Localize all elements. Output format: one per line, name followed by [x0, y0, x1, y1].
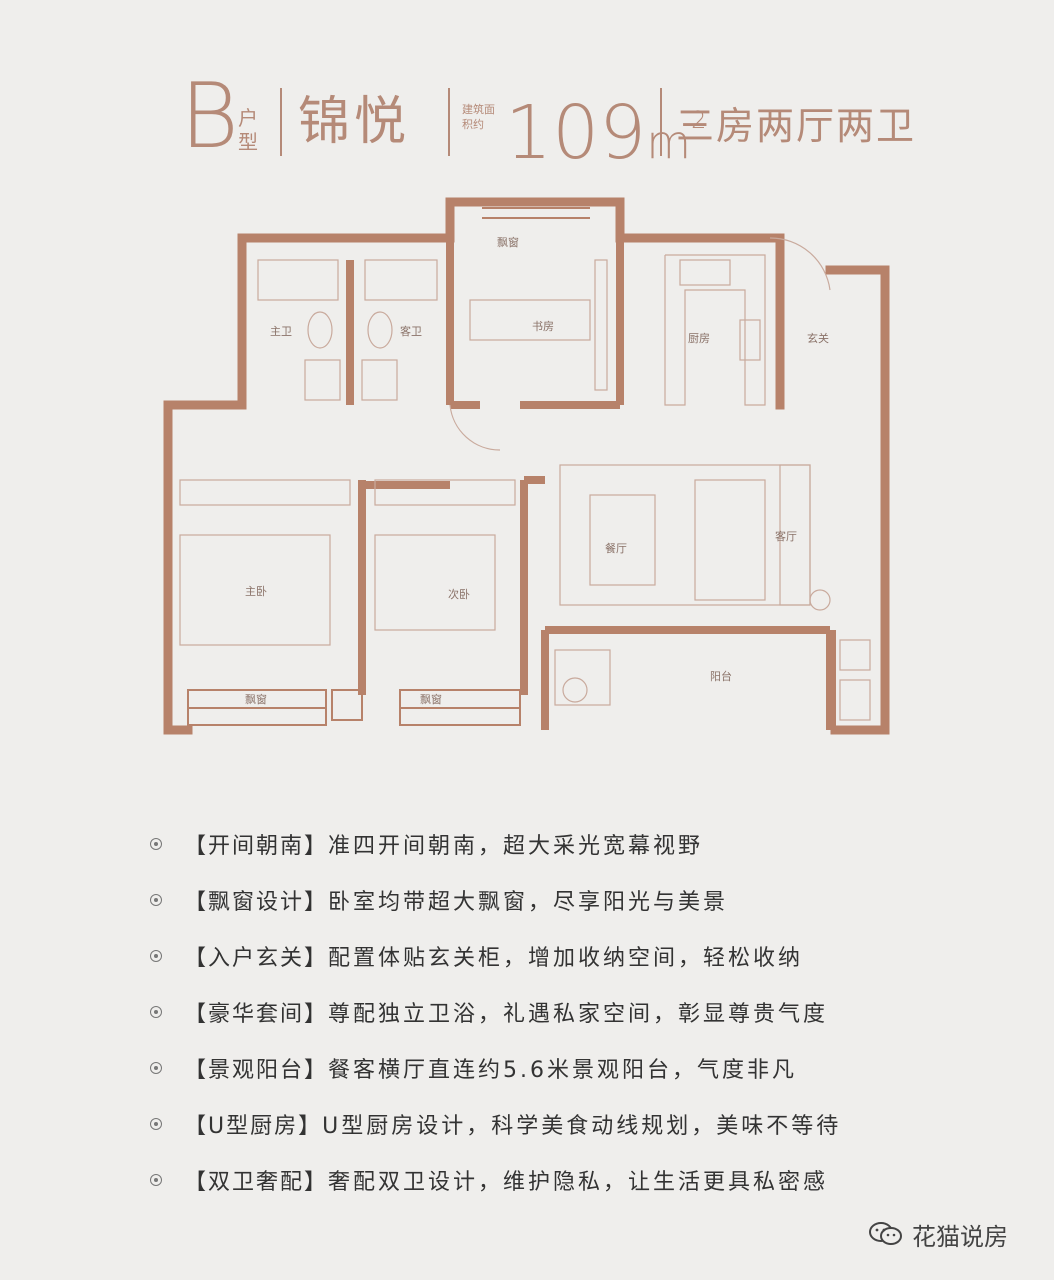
feature-desc: 餐客横厅直连约5.6米景观阳台，气度非凡 — [328, 1058, 798, 1083]
header-divider — [660, 88, 662, 156]
feature-desc: 配置体贴玄关柜，增加收纳空间，轻松收纳 — [328, 946, 804, 971]
room-label-living: 客厅 — [775, 529, 797, 543]
area-label: 建筑面积约 — [462, 103, 495, 131]
room-label-bay-window-top: 飘窗 — [497, 235, 519, 249]
feature-tag: 【开间朝南】 — [184, 834, 329, 859]
watermark: 花猫说房 — [868, 1214, 1008, 1254]
feature-desc: U型厨房设计，科学美食动线规划，美味不等待 — [322, 1114, 842, 1139]
feature-item: 【入户玄关】 配置体贴玄关柜，增加收纳空间，轻松收纳 — [150, 938, 803, 974]
feature-item: 【景观阳台】 餐客横厅直连约5.6米景观阳台，气度非凡 — [150, 1050, 797, 1086]
feature-desc: 奢配双卫设计，维护隐私，让生活更具私密感 — [328, 1170, 829, 1195]
room-label-balcony: 阳台 — [710, 669, 732, 683]
bullet-icon — [150, 1118, 162, 1130]
unit-name: 锦悦 — [298, 92, 411, 152]
unit-type-label: 户型 — [238, 106, 258, 154]
bullet-icon — [150, 1174, 162, 1186]
bullet-icon — [150, 1006, 162, 1018]
feature-tag: 【双卫奢配】 — [184, 1170, 329, 1195]
bullet-icon — [150, 894, 162, 906]
feature-tag: 【豪华套间】 — [184, 1002, 329, 1027]
unit-area: 109m2 — [505, 78, 706, 184]
wechat-icon — [868, 1221, 904, 1247]
inner-walls — [346, 202, 834, 730]
feature-desc: 尊配独立卫浴，礼遇私家空间，彰显尊贵气度 — [328, 1002, 829, 1027]
feature-item: 【飘窗设计】 卧室均带超大飘窗，尽享阳光与美景 — [150, 882, 728, 918]
feature-tag: 【U型厨房】 — [184, 1114, 323, 1139]
floor-plan: 飘窗 主卫 客卫 书房 厨房 玄关 主卧 次卧 餐厅 客厅 阳台 飘窗 飘窗 — [163, 197, 890, 735]
header-divider — [448, 88, 450, 156]
area-exponent: 2 — [691, 106, 707, 134]
header-divider — [280, 88, 282, 156]
feature-item: 【开间朝南】 准四开间朝南，超大采光宽幕视野 — [150, 826, 703, 862]
plan-header: B 户型 锦悦 建筑面积约 109m2 三房两厅两卫 — [0, 70, 1054, 180]
area-unit: m — [646, 115, 692, 169]
feature-tag: 【景观阳台】 — [184, 1058, 329, 1083]
room-label-dining: 餐厅 — [605, 541, 627, 555]
feature-item: 【U型厨房】 U型厨房设计，科学美食动线规划，美味不等待 — [150, 1106, 841, 1142]
feature-tag: 【入户玄关】 — [184, 946, 329, 971]
bullet-icon — [150, 1062, 162, 1074]
unit-type-letter: B — [180, 64, 239, 169]
room-label-bay-window-mid: 飘窗 — [420, 692, 442, 706]
area-value: 109 — [505, 90, 647, 176]
feature-desc: 卧室均带超大飘窗，尽享阳光与美景 — [328, 890, 729, 915]
feature-desc: 准四开间朝南，超大采光宽幕视野 — [328, 834, 704, 859]
room-label-kitchen: 厨房 — [688, 332, 710, 345]
bullet-icon — [150, 950, 162, 962]
room-label-master-bedroom: 主卧 — [245, 585, 267, 598]
bullet-icon — [150, 838, 162, 850]
windows — [187, 207, 836, 730]
furniture — [179, 237, 871, 721]
feature-item: 【豪华套间】 尊配独立卫浴，礼遇私家空间，彰显尊贵气度 — [150, 994, 828, 1030]
feature-item: 【双卫奢配】 奢配双卫设计，维护隐私，让生活更具私密感 — [150, 1162, 828, 1198]
room-count: 三房两厅两卫 — [676, 104, 917, 148]
room-label-bay-window-left: 飘窗 — [245, 692, 267, 706]
room-label-master-bath: 主卫 — [270, 325, 292, 338]
watermark-text: 花猫说房 — [912, 1222, 1008, 1251]
room-label-entrance: 玄关 — [807, 331, 829, 345]
room-label-study: 书房 — [532, 320, 554, 333]
room-label-guest-bath: 客卫 — [400, 324, 422, 338]
feature-tag: 【飘窗设计】 — [184, 890, 329, 915]
room-label-second-bedroom: 次卧 — [448, 587, 470, 601]
